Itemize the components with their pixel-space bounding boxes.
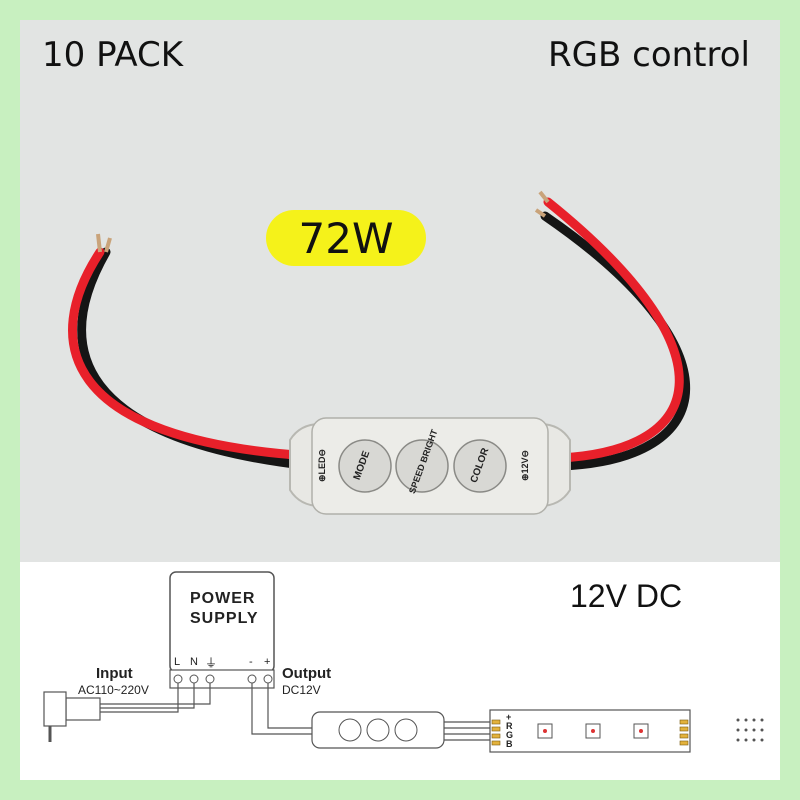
controller-body bbox=[289, 417, 571, 515]
strip-marking-b: B bbox=[506, 739, 513, 749]
strip-marking-g: G bbox=[506, 730, 514, 740]
input-title: Input bbox=[96, 665, 133, 682]
led-marking: ⊕LED⊖ bbox=[317, 448, 328, 483]
terminal-plus: + bbox=[264, 656, 271, 668]
power-supply-line1: POWER bbox=[190, 590, 256, 607]
color-button[interactable] bbox=[453, 439, 507, 493]
wattage-badge: 72W bbox=[266, 210, 426, 266]
power-plug-icon bbox=[65, 697, 101, 721]
pack-label: 10 PACK bbox=[42, 35, 184, 75]
wiring-diagram-lines bbox=[43, 571, 764, 753]
terminal-ground: ⏚ bbox=[205, 656, 218, 670]
mode-button[interactable] bbox=[338, 439, 392, 493]
output-title: Output bbox=[282, 665, 332, 682]
voltage-label: 12V DC bbox=[570, 578, 683, 614]
input-spec: AC110~220V bbox=[78, 683, 149, 697]
strip-marking-r: R bbox=[506, 721, 513, 731]
terminal-minus: - bbox=[249, 656, 253, 668]
output-spec: DC12V bbox=[282, 683, 321, 697]
terminal-l: L bbox=[174, 656, 181, 668]
power-supply-line2: SUPPLY bbox=[190, 610, 259, 627]
wiring-diagram: 12V DC bbox=[20, 562, 780, 780]
12v-marking: ⊕12V⊖ bbox=[520, 449, 531, 482]
controller-illustration bbox=[68, 190, 690, 515]
strip-marking-plus: + bbox=[506, 712, 512, 722]
product-photo: 10 PACK RGB control MODE SPEED BRIG bbox=[20, 20, 780, 562]
speed-bright-button[interactable] bbox=[395, 439, 449, 493]
terminal-n: N bbox=[190, 656, 198, 668]
product-label: RGB control bbox=[548, 35, 750, 75]
